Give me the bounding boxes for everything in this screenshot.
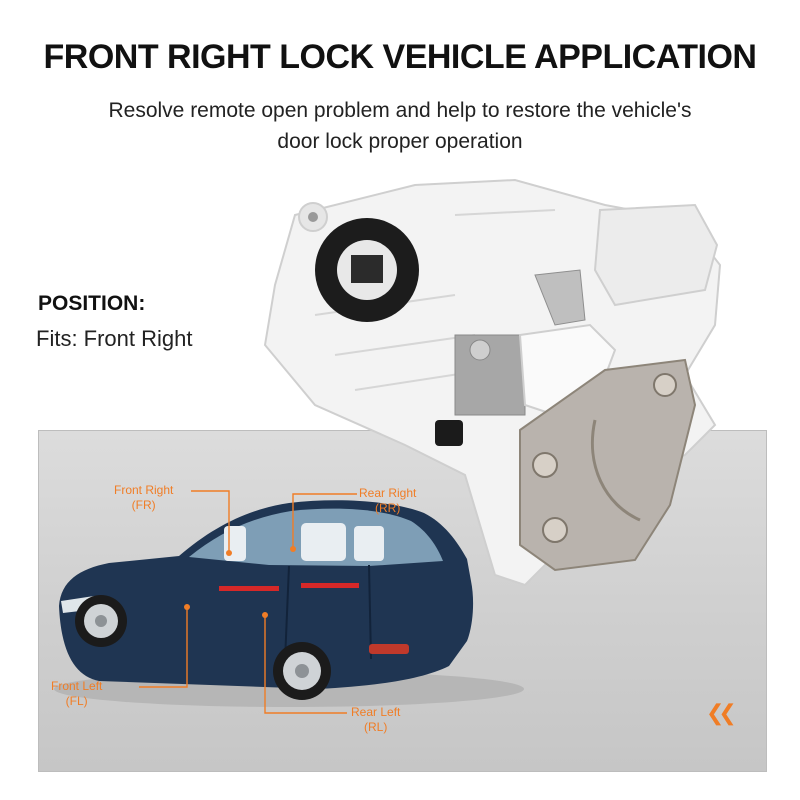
metal-bracket [534, 269, 586, 326]
latch-metal-plate [519, 358, 697, 572]
callout-line-fl [139, 607, 188, 688]
tail-light [369, 644, 409, 654]
position-heading: POSITION: [38, 292, 146, 315]
callout-front-left: Front Left (FL) [51, 679, 103, 708]
electrical-connector [435, 420, 463, 446]
callout-line-rl [264, 615, 347, 714]
position-value: Fits: Front Right [36, 326, 193, 351]
door-lock-actuator-image [263, 178, 722, 587]
door-light-front [219, 586, 279, 591]
rear-seat [301, 523, 346, 561]
page-subtitle: Resolve remote open problem and help to … [0, 95, 800, 157]
car-illustration [54, 490, 524, 714]
door-light-rear [301, 583, 359, 588]
callout-line-fr [191, 490, 230, 553]
motor-box [593, 203, 719, 307]
subtitle-line-1: Resolve remote open problem and help to … [108, 99, 692, 122]
subtitle-line-2: door lock proper operation [277, 130, 523, 153]
double-chevron-left-icon[interactable]: ❮❮ [706, 700, 737, 725]
callout-line-rr [292, 493, 357, 549]
front-seat [224, 526, 246, 561]
rear-seat-right [354, 526, 384, 561]
callout-front-right: Front Right (FR) [114, 483, 174, 512]
page-title: FRONT RIGHT LOCK VEHICLE APPLICATION [43, 38, 757, 76]
callout-rear-left: Rear Left (RL) [351, 705, 401, 734]
callout-rear-right: Rear Right (RR) [359, 486, 417, 515]
